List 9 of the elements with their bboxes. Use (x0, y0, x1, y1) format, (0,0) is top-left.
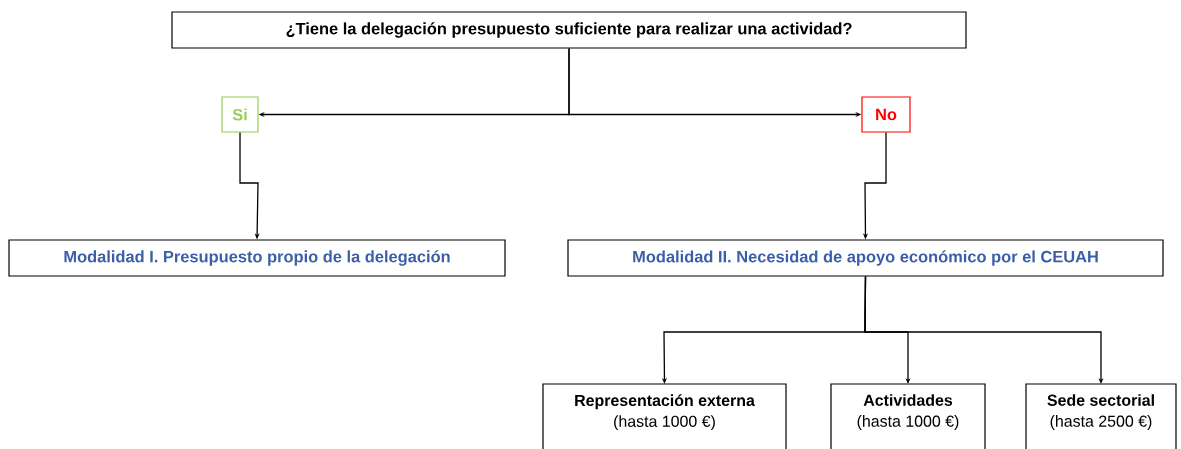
answer-box: No (861, 96, 911, 133)
arrow (864, 275, 1104, 384)
answer-box: Si (221, 96, 259, 133)
subcategory-box: Representación externa (hasta 1000 €) (542, 383, 787, 449)
subcategory-box: Actividades (hasta 1000 €) (830, 383, 986, 449)
category-box: Modalidad II. Necesidad de apoyo económico por el CEUAH (567, 239, 1164, 277)
question-box: ¿Tiene la delegación presupuesto suficiente para realizar una actividad? (171, 11, 967, 49)
subcategory-box: Sede sectorial (hasta 2500 €) (1025, 383, 1177, 449)
category-box: Modalidad I. Presupuesto propio de la delegación (8, 239, 506, 277)
